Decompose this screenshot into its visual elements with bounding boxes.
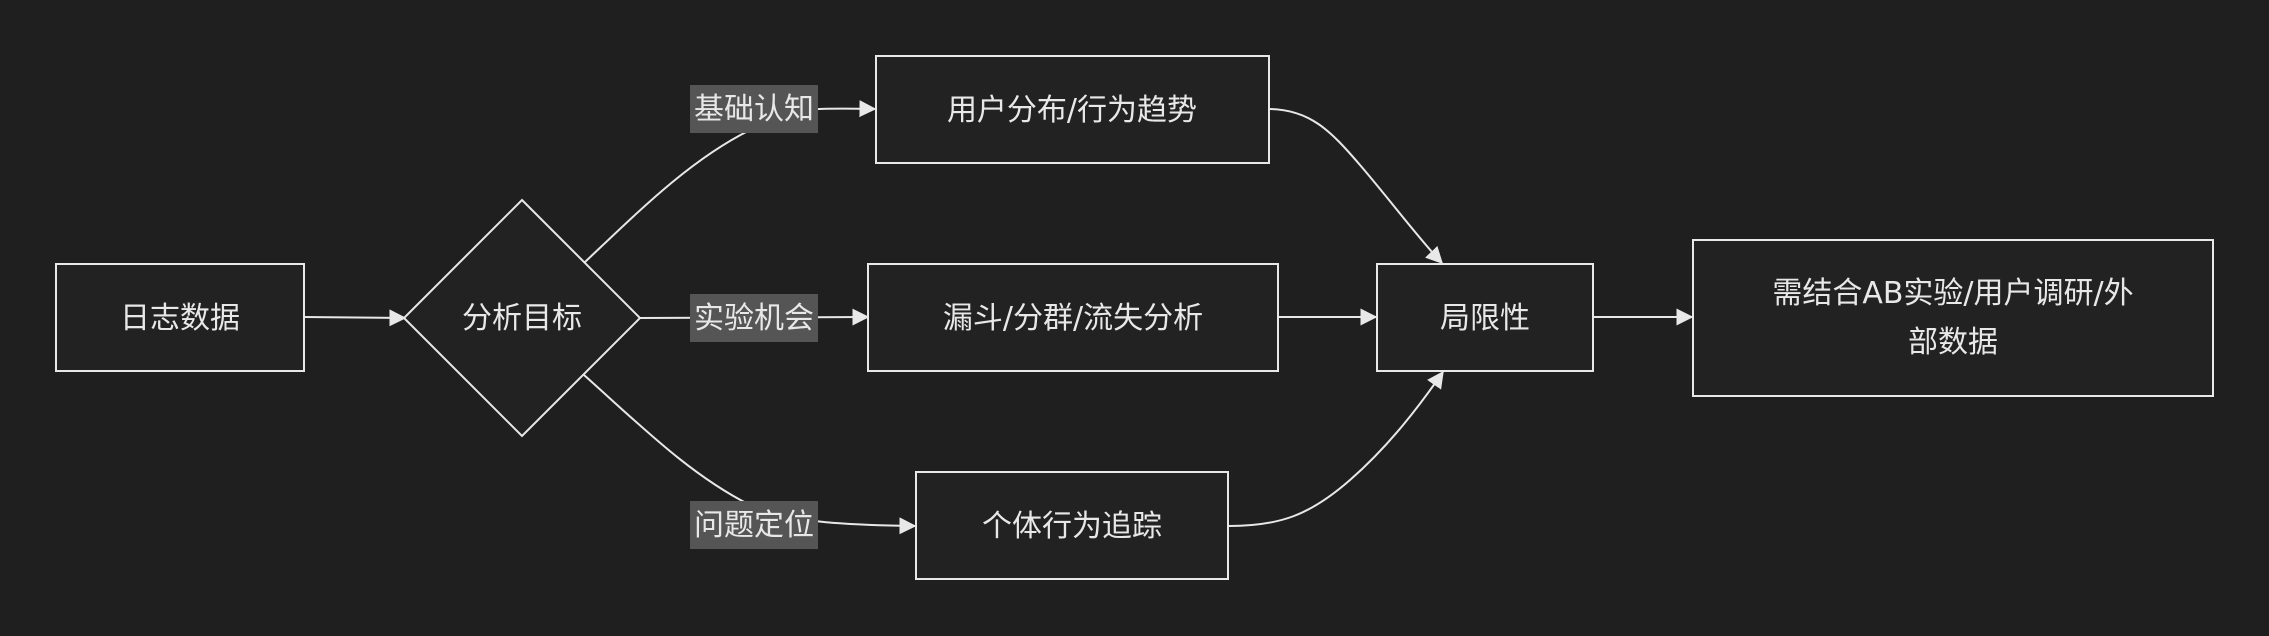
edge-label-problem-location-text: 问题定位	[694, 508, 814, 543]
node-log-data[interactable]: 日志数据	[55, 263, 305, 372]
node-limitations-label: 局限性	[1440, 301, 1530, 336]
edge-label-basic-cognition: 基础认知	[690, 85, 818, 133]
node-individual-tracking[interactable]: 个体行为追踪	[915, 471, 1229, 580]
edge-label-basic-cognition-text: 基础认知	[694, 92, 814, 127]
node-funnel-analysis-label: 漏斗/分群/流失分析	[943, 301, 1203, 336]
edge-label-problem-location: 问题定位	[690, 501, 818, 549]
edge-goal-to-user-distribution	[584, 100, 877, 263]
edge-log-to-goal	[303, 309, 407, 327]
node-user-distribution-label: 用户分布/行为趋势	[947, 93, 1197, 128]
node-individual-tracking-label: 个体行为追踪	[982, 509, 1162, 544]
node-user-distribution[interactable]: 用户分布/行为趋势	[875, 55, 1270, 164]
edge-user-distribution-to-limitations	[1269, 108, 1443, 265]
node-combine-sources-label-line2: 部数据	[1908, 325, 1998, 360]
node-combine-sources[interactable]: 需结合AB实验/用户调研/外 部数据	[1692, 239, 2214, 397]
node-limitations[interactable]: 局限性	[1376, 263, 1594, 372]
edge-label-experiment-opportunity: 实验机会	[690, 294, 818, 342]
edge-individual-to-limitations	[1228, 370, 1444, 527]
node-analysis-goal-label: 分析目标	[462, 301, 582, 336]
edge-label-experiment-opportunity-text: 实验机会	[694, 301, 814, 336]
node-combine-sources-label-line1: 需结合AB实验/用户调研/外	[1772, 276, 2133, 311]
node-analysis-goal[interactable]: 分析目标	[402, 198, 642, 438]
node-log-data-label: 日志数据	[120, 301, 240, 336]
node-funnel-analysis[interactable]: 漏斗/分群/流失分析	[867, 263, 1279, 372]
